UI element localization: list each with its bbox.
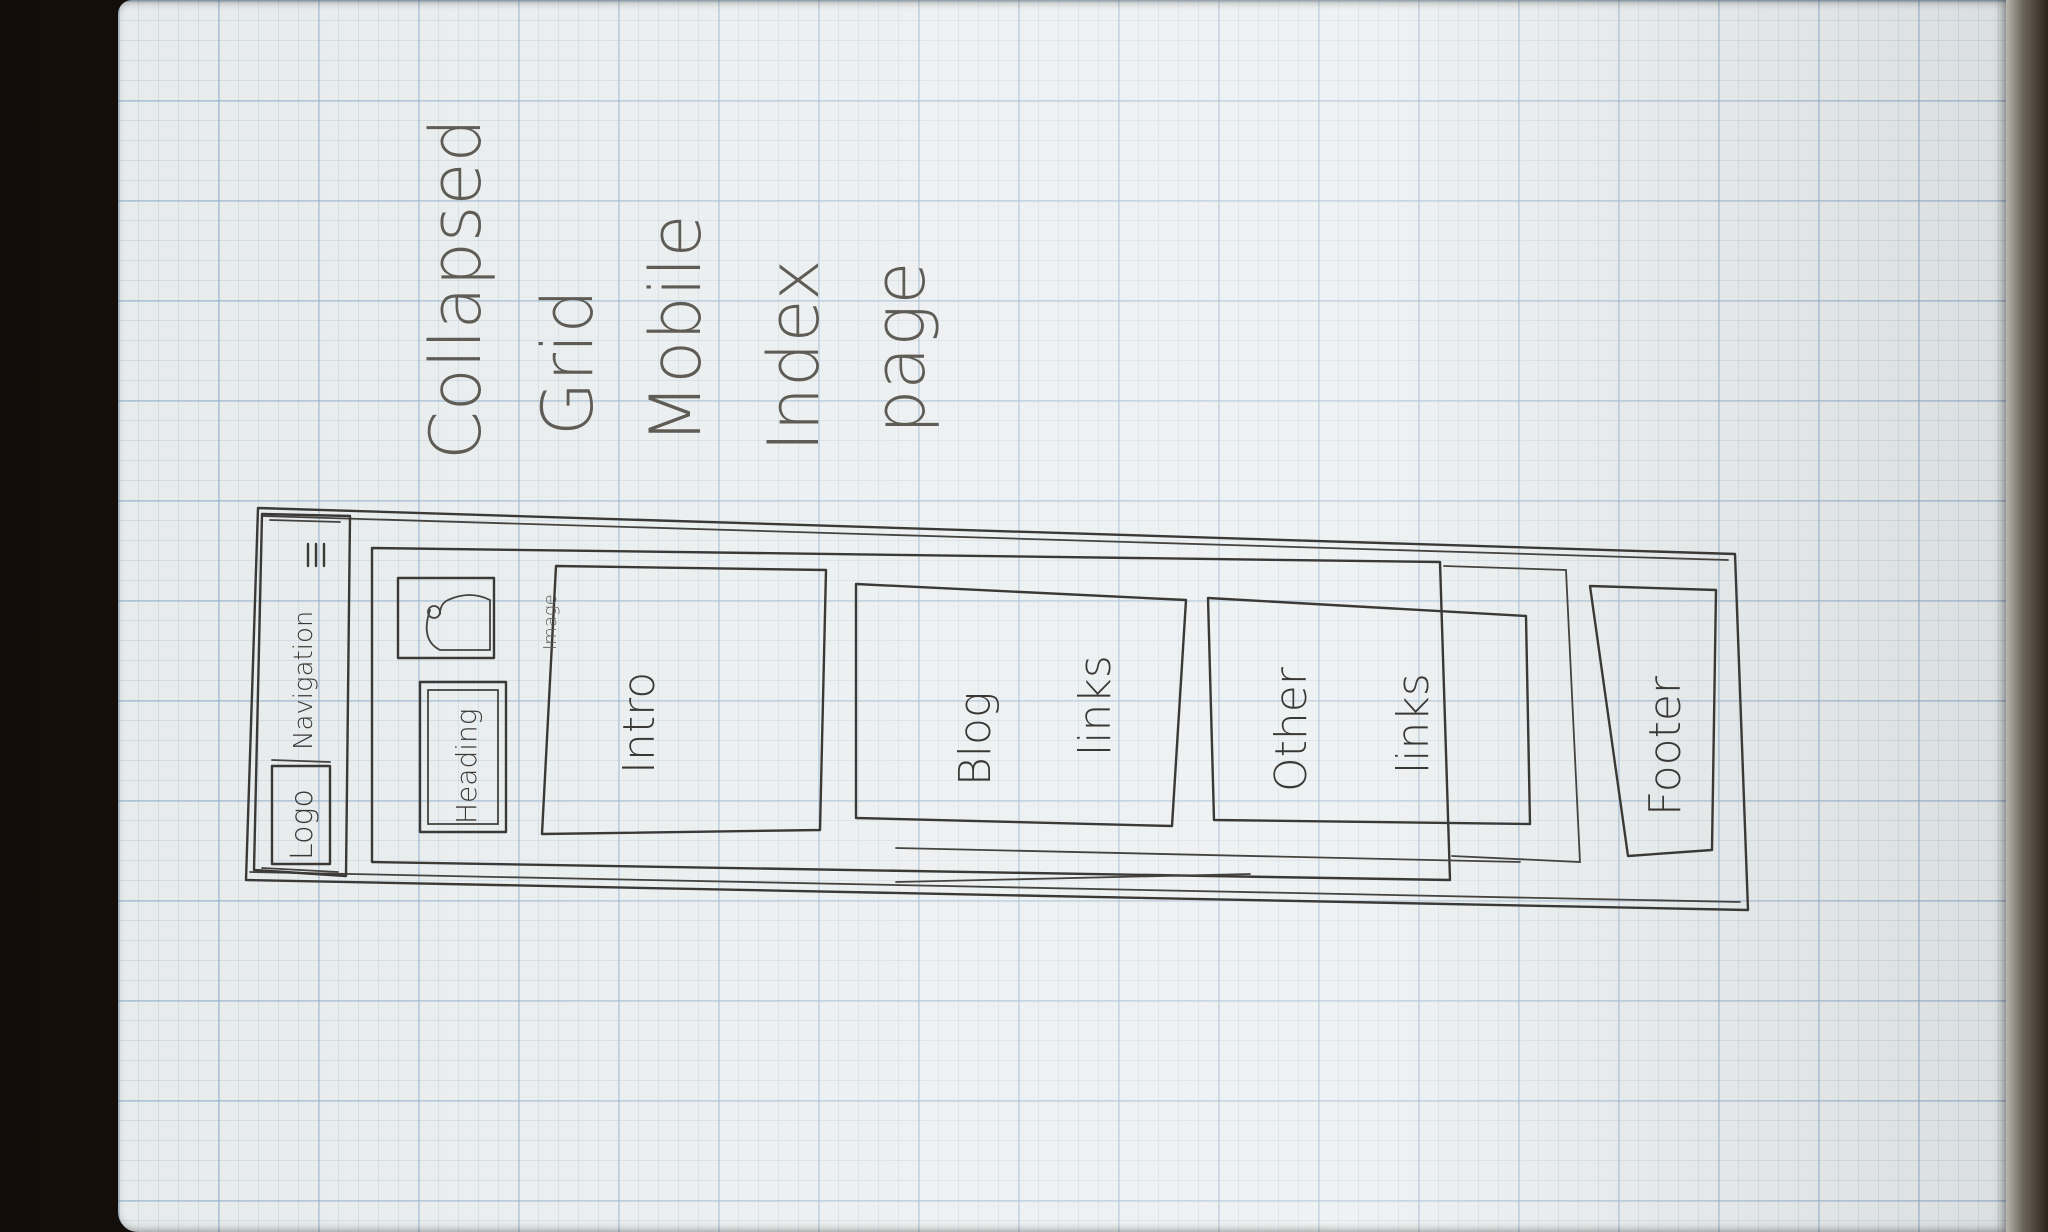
- graph-paper: [118, 0, 2008, 1232]
- blog-links-label-line1: Blog: [950, 692, 1001, 786]
- blog-links-box: [854, 582, 1188, 828]
- intro-box: [540, 564, 828, 836]
- logo-box: [270, 764, 332, 866]
- image-placeholder: [396, 576, 496, 660]
- page-outline: [244, 506, 1750, 912]
- bottom-strips: [895, 847, 1521, 883]
- other-links-box: [1206, 596, 1532, 826]
- heading-label: Heading: [450, 708, 483, 824]
- title-note-line5: page: [859, 262, 941, 434]
- other-links-label-line1: Other: [1266, 666, 1317, 792]
- side-frame: [1443, 565, 1581, 863]
- logo-label: Logo: [285, 789, 320, 860]
- title-note-line2: Grid: [527, 289, 609, 436]
- heading-box-inner: [427, 689, 499, 825]
- title-note-line3: Mobile: [635, 214, 717, 444]
- header-bar-inner: [261, 519, 341, 873]
- page-outline-inner: [249, 515, 1741, 903]
- other-links-label-line2: links: [1388, 673, 1439, 774]
- nav-divider: [271, 759, 331, 763]
- blog-links-label-line2: links: [1070, 655, 1121, 756]
- paper-edge: [2006, 0, 2048, 1232]
- navigation-label: Navigation: [289, 611, 319, 750]
- header-bar: [252, 512, 352, 878]
- heading-box: [418, 680, 508, 834]
- content-frame: [370, 546, 1452, 882]
- title-note-line1: Collapsed: [415, 118, 497, 460]
- footer-label: Footer: [1640, 675, 1691, 816]
- title-note-line4: Index: [753, 259, 835, 452]
- image-label: Image: [540, 594, 561, 650]
- intro-label: Intro: [614, 672, 665, 774]
- footer-box: [1588, 584, 1718, 858]
- hamburger-menu-icon: [306, 542, 326, 568]
